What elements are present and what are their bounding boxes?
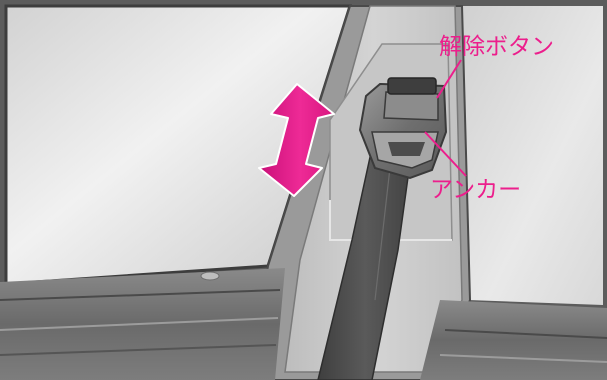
release-button-label: 解除ボタン — [439, 34, 554, 60]
door-frame-right — [420, 300, 607, 380]
release-button-shape — [388, 78, 436, 94]
lock-knob — [201, 272, 219, 280]
shoulder-anchor — [360, 84, 446, 178]
anchor-label: アンカー — [430, 177, 521, 203]
